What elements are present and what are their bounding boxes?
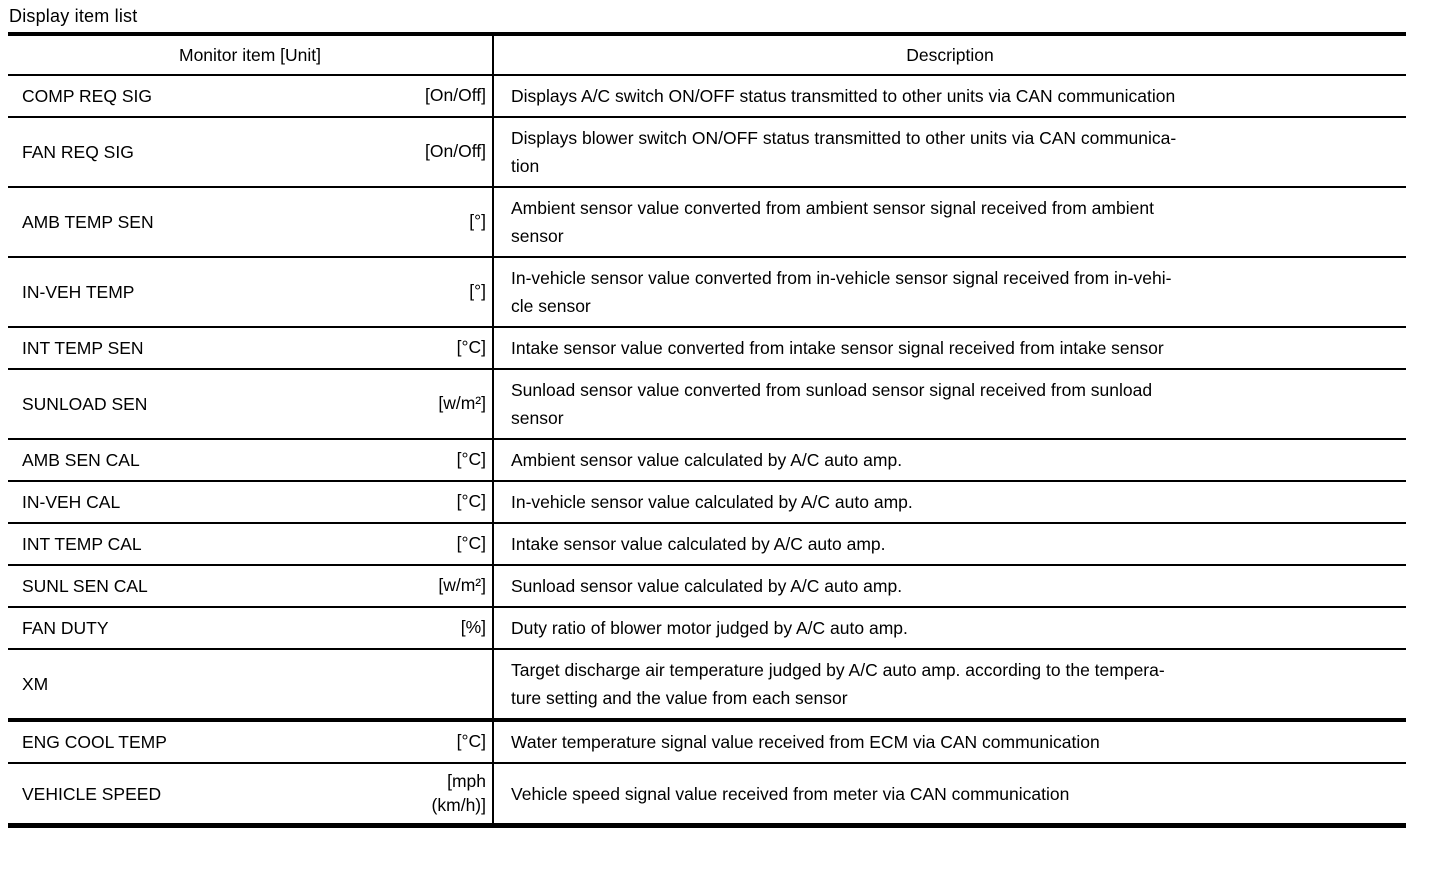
monitor-item: IN-VEH CAL xyxy=(22,492,121,512)
monitor-item: VEHICLE SPEED xyxy=(22,783,162,804)
description-cell: Ambient sensor value converted from ambi… xyxy=(493,186,1406,257)
table-row: VEHICLE SPEED [mph (km/h)] Vehicle speed… xyxy=(8,762,1406,826)
column-header-description: Description xyxy=(906,44,994,65)
monitor-item-cell: INT TEMP CAL [°C] xyxy=(8,522,494,565)
monitor-item-cell: XM xyxy=(8,648,494,720)
monitor-item-cell: IN-VEH CAL [°C] xyxy=(8,480,494,523)
monitor-unit: [%] xyxy=(460,617,486,638)
table-row: INT TEMP SEN [°C] Intake sensor value co… xyxy=(8,326,1406,369)
table-row: FAN DUTY [%] Duty ratio of blower motor … xyxy=(8,606,1406,649)
monitor-unit: [w/m²] xyxy=(438,575,486,596)
header-row: Monitor item [Unit] Description xyxy=(8,34,1406,75)
monitor-unit: [°C] xyxy=(456,533,486,554)
monitor-item-cell: COMP REQ SIG [On/Off] xyxy=(8,74,494,117)
description-cell: Displays blower switch ON/OFF status tra… xyxy=(493,116,1406,187)
display-item-table: Monitor item [Unit] Description COMP REQ… xyxy=(8,32,1406,829)
monitor-item-cell: VEHICLE SPEED [mph (km/h)] xyxy=(8,762,494,826)
monitor-unit: [°C] xyxy=(456,449,486,470)
description-cell: Duty ratio of blower motor judged by A/C… xyxy=(493,606,1406,649)
monitor-item: IN-VEH TEMP xyxy=(22,282,135,302)
description-cell: Sunload sensor value calculated by A/C a… xyxy=(493,564,1406,607)
monitor-item-cell: INT TEMP SEN [°C] xyxy=(8,326,494,369)
table-row: IN-VEH CAL [°C] In-vehicle sensor value … xyxy=(8,480,1406,523)
monitor-item: SUNLOAD SEN xyxy=(22,394,148,414)
monitor-unit: [°C] xyxy=(456,491,486,512)
description-cell: In-vehicle sensor value converted from i… xyxy=(493,256,1406,327)
monitor-unit: [mph (km/h)] xyxy=(431,771,486,815)
table-row: XM Target discharge air temperature judg… xyxy=(8,648,1406,720)
monitor-unit: [w/m²] xyxy=(438,393,486,414)
table-row: SUNLOAD SEN [w/m²] Sunload sensor value … xyxy=(8,368,1406,439)
monitor-item: ENG COOL TEMP xyxy=(22,732,167,752)
description-cell: Ambient sensor value calculated by A/C a… xyxy=(493,438,1406,481)
page-title: Display item list xyxy=(9,6,138,26)
column-header-monitor-item: Monitor item [Unit] xyxy=(8,34,494,75)
table-row: AMB SEN CAL [°C] Ambient sensor value ca… xyxy=(8,438,1406,481)
table-row: AMB TEMP SEN [°] Ambient sensor value co… xyxy=(8,186,1406,257)
description-cell: Intake sensor value converted from intak… xyxy=(493,326,1406,369)
monitor-item-cell: FAN REQ SIG [On/Off] xyxy=(8,116,494,187)
monitor-item: FAN DUTY xyxy=(22,618,109,638)
monitor-item: SUNL SEN CAL xyxy=(22,576,148,596)
monitor-item: INT TEMP CAL xyxy=(22,534,142,554)
table-row: ENG COOL TEMP [°C] Water temperature sig… xyxy=(8,718,1406,763)
monitor-unit: [°C] xyxy=(456,337,486,358)
table-row: COMP REQ SIG [On/Off] Displays A/C switc… xyxy=(8,74,1406,117)
monitor-item-cell: FAN DUTY [%] xyxy=(8,606,494,649)
monitor-unit: [On/Off] xyxy=(425,85,486,106)
description-cell: Vehicle speed signal value received from… xyxy=(493,762,1406,826)
monitor-item-cell: SUNL SEN CAL [w/m²] xyxy=(8,564,494,607)
description-cell: In-vehicle sensor value calculated by A/… xyxy=(493,480,1406,523)
monitor-unit: [°] xyxy=(469,281,486,302)
description-cell: Water temperature signal value received … xyxy=(493,718,1406,763)
monitor-item-cell: SUNLOAD SEN [w/m²] xyxy=(8,368,494,439)
table-row: FAN REQ SIG [On/Off] Displays blower swi… xyxy=(8,116,1406,187)
monitor-item: INT TEMP SEN xyxy=(22,338,144,358)
monitor-item: AMB TEMP SEN xyxy=(22,212,154,232)
table-row: IN-VEH TEMP [°] In-vehicle sensor value … xyxy=(8,256,1406,327)
monitor-item: COMP REQ SIG xyxy=(22,86,152,106)
monitor-unit: [°C] xyxy=(456,731,486,752)
monitor-unit: [°] xyxy=(469,211,486,232)
monitor-item: FAN REQ SIG xyxy=(22,142,134,162)
monitor-unit: [On/Off] xyxy=(425,141,486,162)
monitor-item-cell: AMB SEN CAL [°C] xyxy=(8,438,494,481)
monitor-item-cell: IN-VEH TEMP [°] xyxy=(8,256,494,327)
table-header: Monitor item [Unit] Description xyxy=(8,34,1406,75)
table-body: COMP REQ SIG [On/Off] Displays A/C switc… xyxy=(8,74,1406,826)
description-cell: Displays A/C switch ON/OFF status transm… xyxy=(493,74,1406,117)
description-cell: Sunload sensor value converted from sunl… xyxy=(493,368,1406,439)
monitor-item: XM xyxy=(22,674,49,694)
description-cell: Intake sensor value calculated by A/C au… xyxy=(493,522,1406,565)
monitor-item-cell: ENG COOL TEMP [°C] xyxy=(8,718,494,763)
monitor-item-cell: AMB TEMP SEN [°] xyxy=(8,186,494,257)
description-cell: Target discharge air temperature judged … xyxy=(493,648,1406,720)
table-row: INT TEMP CAL [°C] Intake sensor value ca… xyxy=(8,522,1406,565)
table-row: SUNL SEN CAL [w/m²] Sunload sensor value… xyxy=(8,564,1406,607)
monitor-item: AMB SEN CAL xyxy=(22,450,140,470)
